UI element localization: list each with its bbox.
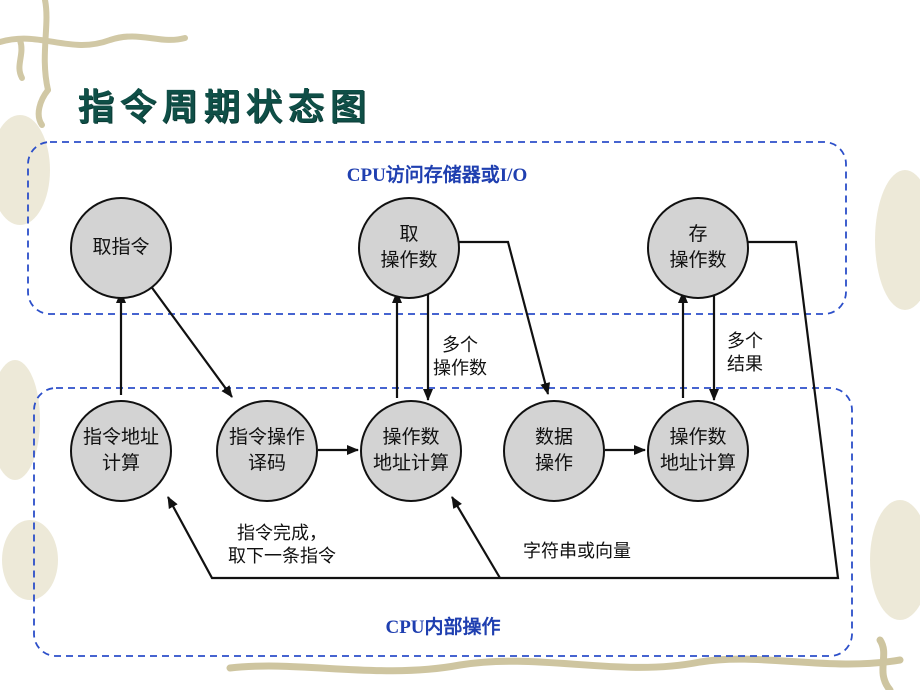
note-line: 操作数 bbox=[433, 358, 487, 380]
memory-io-region bbox=[27, 141, 847, 315]
arrow-fetch-to-decode bbox=[149, 284, 233, 398]
memory-io-region-label: CPU访问存储器或I/O bbox=[346, 165, 528, 186]
note-line: 取下一条指令 bbox=[228, 546, 336, 568]
note-string-or-vector: 字符串或向量 bbox=[523, 541, 631, 562]
note-multiple-operands: 多个 操作数 bbox=[433, 334, 487, 381]
node-label: 取 bbox=[399, 223, 419, 246]
node-operand-address-calc-2: 操作数 地址计算 bbox=[647, 400, 749, 502]
node-label: 操作数 bbox=[382, 426, 440, 449]
note-line: 指令完成， bbox=[237, 523, 327, 544]
node-label: 操作数 bbox=[380, 249, 438, 271]
node-label: 操作数 bbox=[669, 249, 727, 271]
page-title: 指令周期状态图 bbox=[78, 87, 373, 128]
node-label: 地址计算 bbox=[659, 452, 736, 474]
node-instruction-decode: 指令操作 译码 bbox=[216, 400, 318, 502]
internal-region bbox=[33, 387, 853, 657]
leaf-decoration-right bbox=[870, 170, 920, 620]
node-fetch-instruction: 取指令 bbox=[70, 197, 172, 299]
internal-region-label: CPU内部操作 bbox=[385, 617, 501, 638]
node-label: 存 bbox=[688, 223, 708, 246]
node-label: 取指令 bbox=[92, 236, 150, 259]
note-line: 多个 bbox=[442, 335, 478, 356]
node-label: 指令地址 bbox=[82, 426, 159, 449]
node-label: 操作 bbox=[534, 452, 573, 474]
arrow-string-vector-to-opaddr bbox=[451, 496, 501, 579]
node-label: 数据 bbox=[534, 426, 573, 449]
note-line: 结果 bbox=[727, 354, 763, 376]
vine-decoration-bottom bbox=[226, 636, 904, 690]
vine-decoration-top bbox=[0, 0, 188, 128]
node-instruction-address-calc: 指令地址 计算 bbox=[70, 400, 172, 502]
node-label: 译码 bbox=[247, 452, 286, 474]
note-line: 多个 bbox=[727, 331, 763, 352]
node-label: 指令操作 bbox=[228, 426, 305, 449]
node-data-operation: 数据 操作 bbox=[503, 400, 605, 502]
arrow-store-return-to-address bbox=[167, 240, 840, 580]
node-operand-address-calc-1: 操作数 地址计算 bbox=[360, 400, 462, 502]
leaf-decoration-left bbox=[0, 115, 58, 600]
node-store-operand: 存 操作数 bbox=[647, 197, 749, 299]
node-label: 地址计算 bbox=[372, 452, 449, 474]
note-multiple-results: 多个 结果 bbox=[727, 330, 763, 377]
node-label: 操作数 bbox=[669, 426, 727, 449]
node-label: 计算 bbox=[101, 452, 140, 474]
node-fetch-operand: 取 操作数 bbox=[358, 197, 460, 299]
arrow-fetchop-to-data bbox=[459, 240, 551, 395]
note-instruction-complete: 指令完成， 取下一条指令 bbox=[228, 522, 336, 569]
